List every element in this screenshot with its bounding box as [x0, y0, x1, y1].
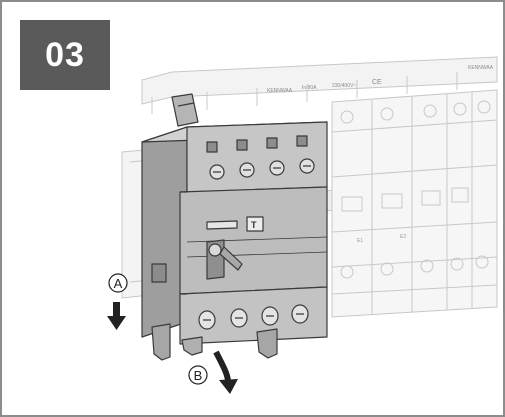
step-a-label: A — [114, 276, 123, 291]
step-b-marker: B — [188, 365, 208, 385]
rating-label: In 80A — [302, 85, 317, 91]
step-number-badge: 03 — [20, 20, 110, 90]
brand-label-left: KENNWAA — [267, 88, 293, 94]
terminal-label-1: E1 — [357, 238, 363, 244]
terminal-label-2: E2 — [400, 234, 406, 240]
step-b-label: B — [194, 368, 203, 383]
step-a-marker: A — [108, 273, 128, 293]
test-button-label: T — [251, 220, 257, 230]
curved-arrow-down-icon — [213, 350, 238, 394]
brand-label-right: KENNWAA — [468, 65, 494, 71]
ce-mark-label: CE — [372, 79, 382, 86]
voltage-label: 230/400V~ — [332, 83, 356, 89]
arrow-down-icon — [107, 302, 126, 330]
rcd-device — [141, 93, 328, 361]
